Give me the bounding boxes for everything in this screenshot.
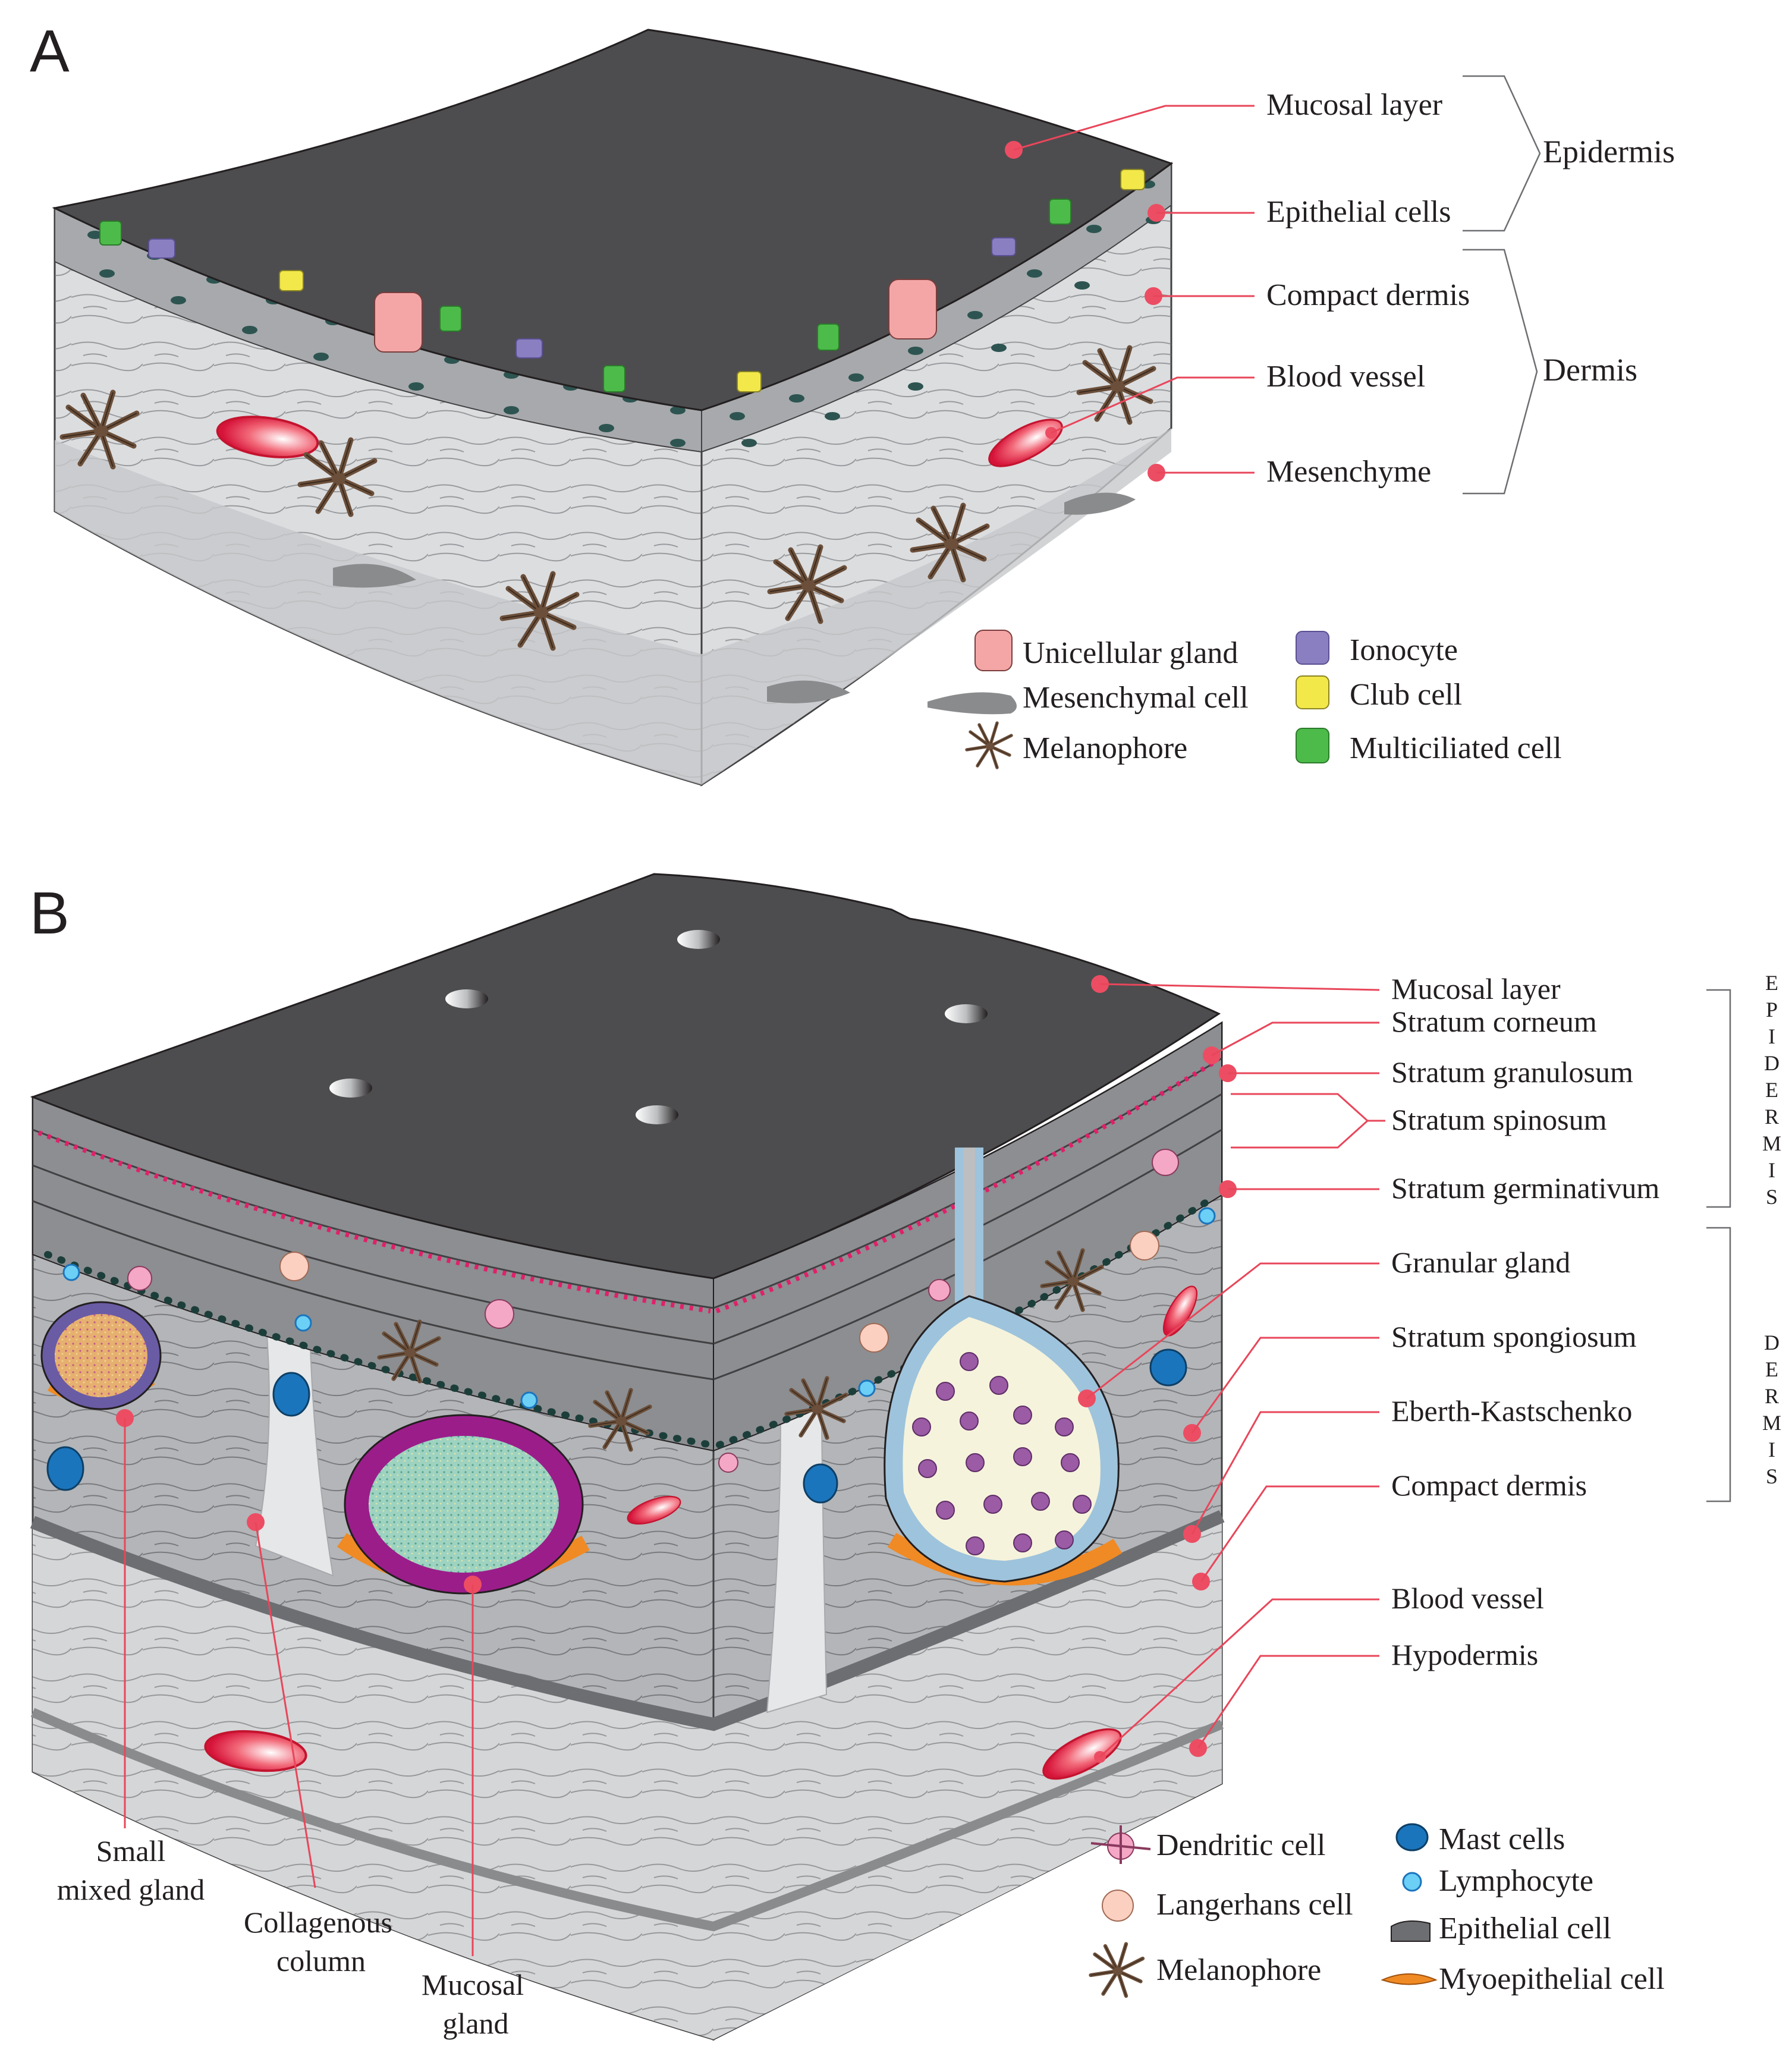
legend-b-dendritic-cell: Dendritic cell xyxy=(1156,1828,1325,1862)
panel-b-mucosal-gland xyxy=(337,1414,590,1595)
panel-b-label-compact-dermis: Compact dermis xyxy=(1391,1469,1587,1502)
panel-b-label-mucosal-gland-2: gland xyxy=(442,2007,508,2040)
panel-a-dermis-bracket xyxy=(1463,249,1538,495)
panel-b-label-stratum-spongiosum: Stratum spongiosum xyxy=(1391,1320,1637,1353)
panel-a-label-compact-dermis: Compact dermis xyxy=(1266,278,1470,312)
panel-b-label-blood-vessel: Blood vessel xyxy=(1391,1582,1544,1615)
panel-a-unicellular-glands xyxy=(374,279,937,353)
melanophore-icon xyxy=(967,723,1011,768)
panel-b-hypodermis-band xyxy=(30,1708,1224,1932)
panel-a-legend: Unicellular gland Mesenchymal cell Melan… xyxy=(928,630,1562,768)
panel-b-dermis-bracket xyxy=(1706,1227,1731,1502)
panel-b-mucosal-surface xyxy=(30,873,1221,1280)
panel-b-label-stratum-germinativum: Stratum germinativum xyxy=(1391,1171,1659,1205)
panel-a-label-epithelial-cells: Epithelial cells xyxy=(1266,195,1451,229)
panel-b-label-small-mixed-gland-1: Small xyxy=(96,1834,166,1868)
panel-b-label-mucosal-layer: Mucosal layer xyxy=(1391,972,1561,1005)
epidermis-letter: R xyxy=(1765,1105,1779,1128)
dermis-letter: D xyxy=(1764,1331,1780,1354)
legend-b-myoepithelial-cell: Myoepithelial cell xyxy=(1439,1962,1665,1996)
dermis-letter: R xyxy=(1765,1384,1779,1408)
dermis-letter: E xyxy=(1765,1357,1778,1381)
legend-a-unicellular-gland: Unicellular gland xyxy=(1023,636,1238,670)
panel-a-mesenchyme-band xyxy=(55,428,1171,785)
panel-b-label-stratum-granulosum: Stratum granulosum xyxy=(1391,1055,1633,1089)
epidermis-letter: E xyxy=(1765,971,1778,995)
epidermis-letter: P xyxy=(1766,998,1778,1021)
panel-b-label-collagenous-column-1: Collagenous xyxy=(244,1906,392,1939)
lymphocyte-icon xyxy=(1402,1872,1422,1892)
dendritic-cell-icon xyxy=(1090,1825,1151,1864)
epidermis-letter: D xyxy=(1764,1051,1780,1075)
legend-b-lymphocyte: Lymphocyte xyxy=(1439,1864,1593,1898)
panel-b-epidermis-letters: E P I D E R M I S xyxy=(1762,971,1781,1209)
panel-b-collagenous-column xyxy=(254,1277,334,1577)
panel-b-label-hypodermis: Hypodermis xyxy=(1391,1638,1538,1671)
panel-b-label-mucosal-gland-1: Mucosal xyxy=(422,1968,524,2001)
panel-a-mesenchymal-cells xyxy=(333,492,1136,703)
panel-b-stratum-granulosum-left xyxy=(37,1130,711,1313)
panel-b-letter: B xyxy=(30,880,70,947)
panel-b-label-eberth-kastschenko: Eberth-Kastschenko xyxy=(1391,1394,1632,1428)
panel-a-multiciliated-cells xyxy=(99,199,1071,392)
panel-b-granular-gland xyxy=(884,1148,1123,1586)
panel-a-leaders xyxy=(1005,105,1255,482)
panel-b-label-stratum-corneum: Stratum corneum xyxy=(1391,1005,1597,1038)
dermis-letter: S xyxy=(1766,1464,1778,1488)
epithelial-cell-icon xyxy=(1391,1920,1431,1942)
panel-b-dermis-letters: D E R M I S xyxy=(1762,1331,1781,1488)
panel-a-club-cells xyxy=(279,169,1145,392)
dermis-letter: I xyxy=(1768,1438,1775,1461)
panel-b-label-granular-gland: Granular gland xyxy=(1391,1246,1570,1279)
unicellular-gland-icon xyxy=(974,630,1013,671)
epidermis-letter: I xyxy=(1768,1024,1775,1048)
mast-cell-icon xyxy=(1395,1823,1429,1851)
legend-a-club-cell: Club cell xyxy=(1350,678,1462,712)
panel-a-ionocytes xyxy=(148,237,1016,359)
langerhans-cell-icon xyxy=(1102,1890,1134,1922)
panel-b-eberth-kastschenko-layer xyxy=(30,1510,1225,1731)
legend-b-epithelial-cell: Epithelial cell xyxy=(1439,1912,1611,1945)
panel-a-label-mesenchyme: Mesenchyme xyxy=(1266,455,1431,489)
panel-a-label-blood-vessel: Blood vessel xyxy=(1266,360,1425,394)
melanophore-icon xyxy=(1091,1944,1143,1997)
panel-b-gland-pores xyxy=(329,930,988,1124)
epidermis-letter: S xyxy=(1766,1185,1778,1209)
panel-b-label-stratum-spinosum: Stratum spinosum xyxy=(1391,1103,1607,1136)
legend-b-mast-cells: Mast cells xyxy=(1439,1822,1565,1856)
epidermis-letter: M xyxy=(1762,1131,1781,1155)
legend-a-melanophore: Melanophore xyxy=(1023,731,1187,765)
panel-a-bracket-dermis: Dermis xyxy=(1543,352,1637,388)
panel-a-label-mucosal-layer: Mucosal layer xyxy=(1266,88,1442,122)
mesenchymal-cell-icon xyxy=(928,692,1017,715)
panel-b-lymphocytes xyxy=(62,1207,1216,1409)
panel-b-epidermis-bracket xyxy=(1706,989,1731,1208)
panel-a-bracket-epidermis: Epidermis xyxy=(1543,134,1675,169)
ionocyte-icon xyxy=(1296,631,1329,665)
panel-b-legend: Dendritic cell Langerhans cell Melanopho… xyxy=(1091,1822,1665,1996)
legend-b-melanophore: Melanophore xyxy=(1156,1953,1321,1987)
panel-b-small-mixed-gland xyxy=(40,1301,162,1410)
panel-b-mast-cells xyxy=(46,1348,1187,1504)
panel-b-label-collagenous-column-2: column xyxy=(276,1944,366,1978)
panel-b-leaders xyxy=(1078,975,1385,1763)
dermis-letter: M xyxy=(1762,1411,1781,1435)
club-cell-icon xyxy=(1296,675,1329,709)
legend-a-ionocyte: Ionocyte xyxy=(1350,633,1458,667)
panel-b-bottom-leaders xyxy=(116,1409,482,1956)
panel-b-label-small-mixed-gland-2: mixed gland xyxy=(57,1873,205,1906)
panel-a-epidermis-bracket xyxy=(1463,75,1541,232)
epidermis-letter: E xyxy=(1765,1078,1778,1102)
panel-b-langerhans-cells xyxy=(279,1231,1159,1353)
multiciliated-cell-icon xyxy=(1296,728,1329,763)
legend-a-multiciliated-cell: Multiciliated cell xyxy=(1350,731,1562,765)
legend-b-langerhans-cell: Langerhans cell xyxy=(1156,1888,1353,1922)
epidermis-letter: I xyxy=(1768,1158,1775,1182)
legend-a-mesenchymal-cell: Mesenchymal cell xyxy=(1023,681,1249,715)
myoepithelial-cell-icon xyxy=(1381,1973,1438,1985)
panel-b-dendritic-cells xyxy=(127,1149,1179,1473)
panel-a-letter: A xyxy=(30,18,70,84)
